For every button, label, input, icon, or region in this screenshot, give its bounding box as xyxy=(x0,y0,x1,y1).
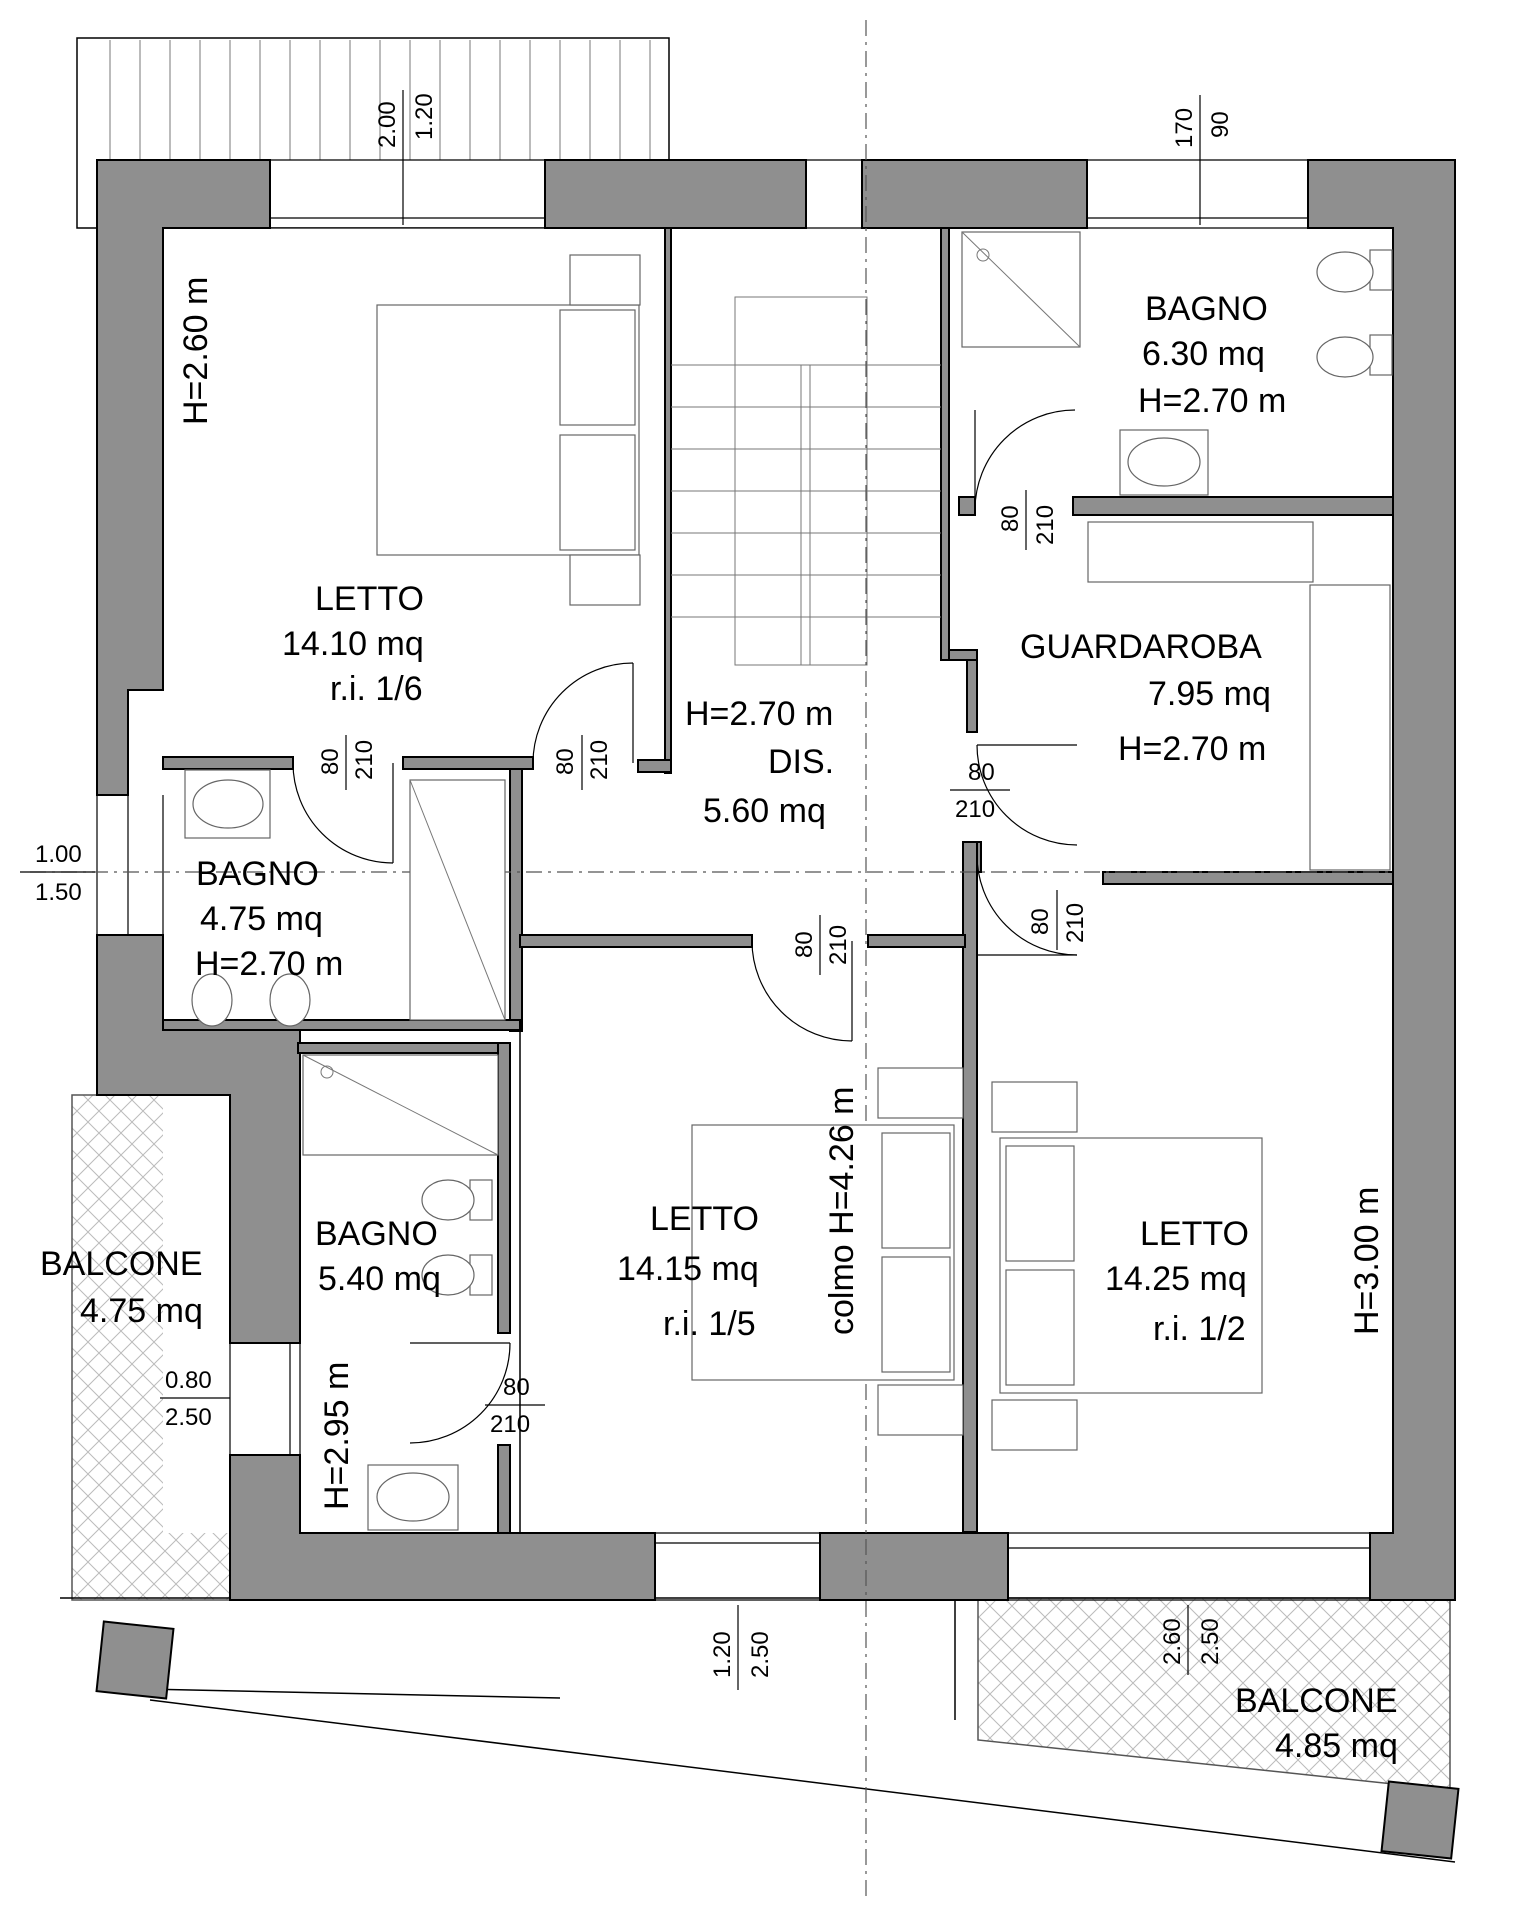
svg-text:2.50: 2.50 xyxy=(165,1404,212,1431)
svg-text:LETTO: LETTO xyxy=(1140,1215,1249,1253)
svg-text:r.i. 1/2: r.i. 1/2 xyxy=(1153,1310,1246,1348)
svg-text:80: 80 xyxy=(791,931,818,958)
svg-text:LETTO: LETTO xyxy=(315,580,424,618)
svg-text:1.50: 1.50 xyxy=(35,879,82,906)
svg-text:BAGNO: BAGNO xyxy=(315,1215,438,1253)
axis-lines xyxy=(30,20,1393,1900)
svg-text:5.60 mq: 5.60 mq xyxy=(703,792,826,830)
door-dim-4: 80 210 xyxy=(997,490,1059,550)
svg-text:BAGNO: BAGNO xyxy=(196,855,319,893)
svg-text:210: 210 xyxy=(955,796,995,823)
window-dim-left-low: 0.80 2.50 xyxy=(160,1367,230,1431)
window-dim-top-right: 170 90 xyxy=(1171,95,1234,225)
svg-text:BALCONE: BALCONE xyxy=(1235,1682,1398,1720)
svg-text:DIS.: DIS. xyxy=(768,743,834,781)
room-balcone-1: BALCONE 4.75 mq xyxy=(40,1245,203,1330)
height-bagno-3: H=2.95 m xyxy=(318,1362,356,1510)
room-letto-2: LETTO 14.15 mq r.i. 1/5 xyxy=(617,1200,759,1343)
svg-text:210: 210 xyxy=(1062,903,1089,943)
room-letto-1: LETTO 14.10 mq r.i. 1/6 xyxy=(282,580,424,708)
svg-text:GUARDAROBA: GUARDAROBA xyxy=(1020,628,1262,666)
svg-text:1.20: 1.20 xyxy=(709,1631,736,1678)
height-ridge: colmo H=4.26 m xyxy=(823,1087,861,1336)
svg-text:BALCONE: BALCONE xyxy=(40,1245,203,1283)
svg-text:80: 80 xyxy=(1027,908,1054,935)
svg-text:H=2.70 m: H=2.70 m xyxy=(1118,730,1266,768)
svg-text:H=2.70 m: H=2.70 m xyxy=(1138,382,1286,420)
svg-text:7.95 mq: 7.95 mq xyxy=(1148,675,1271,713)
fixtures xyxy=(184,231,1393,1531)
svg-text:6.30 mq: 6.30 mq xyxy=(1142,335,1265,373)
svg-text:BAGNO: BAGNO xyxy=(1145,290,1268,328)
pillar-bottom-left xyxy=(95,1620,175,1700)
svg-text:2.50: 2.50 xyxy=(1197,1618,1224,1665)
room-bagno-3: BAGNO 5.40 mq xyxy=(315,1215,441,1298)
svg-text:14.10 mq: 14.10 mq xyxy=(282,625,424,663)
height-right-wall: H=3.00 m xyxy=(1348,1187,1386,1335)
exterior-walls xyxy=(96,159,1456,1601)
window-dim-bottom-right: 2.60 2.50 xyxy=(1159,1605,1224,1675)
roof-edge-lines xyxy=(60,1597,1456,1863)
svg-text:80: 80 xyxy=(317,748,344,775)
window-dim-left: 1.00 1.50 xyxy=(20,841,95,906)
svg-text:r.i. 1/5: r.i. 1/5 xyxy=(663,1305,756,1343)
svg-text:210: 210 xyxy=(825,925,852,965)
svg-text:1.20: 1.20 xyxy=(411,93,438,140)
svg-text:80: 80 xyxy=(552,748,579,775)
windows xyxy=(96,159,1370,1601)
svg-text:2.50: 2.50 xyxy=(747,1631,774,1678)
svg-text:2.00: 2.00 xyxy=(374,101,401,148)
svg-text:210: 210 xyxy=(490,1411,530,1438)
room-bagno-1: BAGNO 6.30 mq H=2.70 m xyxy=(1138,290,1286,420)
svg-text:210: 210 xyxy=(1032,505,1059,545)
svg-text:4.75 mq: 4.75 mq xyxy=(200,900,323,938)
svg-text:90: 90 xyxy=(1207,111,1234,138)
height-left-wall: H=2.60 m xyxy=(177,277,215,425)
svg-text:H=2.70 m: H=2.70 m xyxy=(195,945,343,983)
room-bagno-2: BAGNO 4.75 mq H=2.70 m xyxy=(195,855,343,983)
svg-text:4.75 mq: 4.75 mq xyxy=(80,1292,203,1330)
svg-text:210: 210 xyxy=(586,740,613,780)
svg-text:14.15 mq: 14.15 mq xyxy=(617,1250,759,1288)
svg-text:0.80: 0.80 xyxy=(165,1367,212,1394)
svg-text:80: 80 xyxy=(503,1374,530,1401)
svg-text:4.85 mq: 4.85 mq xyxy=(1275,1727,1398,1765)
partitions xyxy=(162,227,1394,1534)
window-dim-top-left: 2.00 1.20 xyxy=(374,90,438,225)
svg-text:H=2.70 m: H=2.70 m xyxy=(685,695,833,733)
room-letto-3: LETTO 14.25 mq r.i. 1/2 xyxy=(1105,1215,1249,1348)
svg-text:LETTO: LETTO xyxy=(650,1200,759,1238)
door-dim-1: 80 210 xyxy=(317,735,378,790)
door-dim-3: 80 210 xyxy=(950,759,1010,823)
svg-text:80: 80 xyxy=(968,759,995,786)
door-swings xyxy=(292,409,1078,1444)
room-balcone-2: BALCONE 4.85 mq xyxy=(1235,1682,1398,1765)
svg-text:1.00: 1.00 xyxy=(35,841,82,868)
staircase xyxy=(671,296,941,666)
window-dim-bottom-mid: 1.20 2.50 xyxy=(709,1605,774,1690)
svg-text:14.25 mq: 14.25 mq xyxy=(1105,1260,1247,1298)
door-dim-2: 80 210 xyxy=(552,735,613,790)
svg-text:210: 210 xyxy=(351,740,378,780)
svg-text:170: 170 xyxy=(1171,108,1198,148)
room-guardaroba: GUARDAROBA 7.95 mq H=2.70 m xyxy=(1020,628,1271,768)
svg-text:r.i. 1/6: r.i. 1/6 xyxy=(330,670,423,708)
pillar-bottom-right xyxy=(1380,1780,1460,1860)
svg-text:2.60: 2.60 xyxy=(1159,1618,1186,1665)
door-dim-6: 80 210 xyxy=(791,915,852,975)
door-dim-7: 80 210 xyxy=(485,1374,545,1438)
door-dim-5: 80 210 xyxy=(1027,890,1089,950)
svg-text:5.40 mq: 5.40 mq xyxy=(318,1260,441,1298)
room-dis: H=2.70 m DIS. 5.60 mq xyxy=(685,695,834,830)
svg-text:80: 80 xyxy=(997,505,1024,532)
